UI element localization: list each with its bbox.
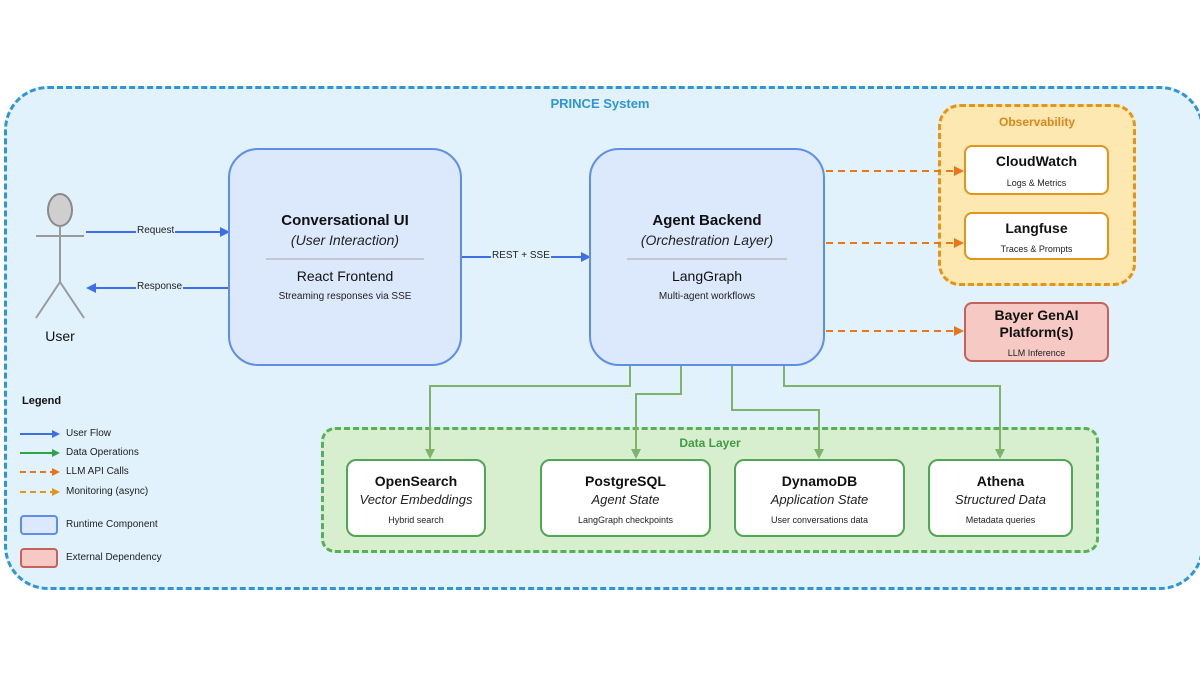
postgresql-note: LangGraph checkpoints: [577, 515, 674, 525]
agent-backend-tech: LangGraph: [671, 268, 743, 284]
bayer-genai-title-line1: Bayer GenAI: [994, 307, 1079, 323]
legend-user-flow: User Flow: [66, 428, 112, 439]
legend-monitoring: Monitoring (async): [66, 486, 149, 497]
agent-backend-box: Agent Backend (Orchestration Layer) Lang…: [589, 148, 825, 366]
athena-note: Metadata queries: [965, 515, 1036, 525]
bayer-genai-box: Bayer GenAI Platform(s) LLM Inference: [964, 302, 1109, 362]
legend-external-dependency: External Dependency: [66, 552, 162, 563]
conversational-ui-tech: React Frontend: [296, 268, 394, 284]
legend-external-swatch: [20, 548, 58, 568]
user-stick-figure: [35, 193, 85, 319]
athena-edge: [783, 366, 1005, 459]
athena-box: Athena Structured Data Metadata queries: [928, 459, 1073, 537]
agent-backend-divider: [627, 258, 787, 260]
langfuse-box: Langfuse Traces & Prompts: [964, 212, 1109, 260]
postgresql-title: PostgreSQL: [585, 473, 666, 489]
cloudwatch-title: CloudWatch: [995, 153, 1078, 169]
conversational-ui-box: Conversational UI (User Interaction) Rea…: [228, 148, 462, 366]
dynamodb-title: DynamoDB: [781, 473, 858, 489]
legend-title: Legend: [22, 395, 62, 407]
rest-sse-label: REST + SSE: [491, 250, 551, 261]
request-label: Request: [136, 225, 176, 236]
response-label: Response: [136, 281, 184, 292]
athena-title: Athena: [976, 473, 1025, 489]
opensearch-subtitle: Vector Embeddings: [359, 492, 473, 507]
dynamodb-edge: [731, 366, 824, 459]
conversational-ui-subtitle: (User Interaction): [290, 232, 400, 248]
opensearch-note: Hybrid search: [388, 515, 444, 525]
bayer-genai-title-line2: Platform(s): [999, 324, 1074, 340]
athena-subtitle: Structured Data: [954, 492, 1047, 507]
legend-runtime-swatch: [20, 515, 58, 535]
cloudwatch-note: Logs & Metrics: [1006, 178, 1067, 188]
legend-data-operations: Data Operations: [66, 447, 139, 458]
conversational-ui-divider: [266, 258, 424, 260]
cloudwatch-box: CloudWatch Logs & Metrics: [964, 145, 1109, 195]
agent-backend-subtitle: (Orchestration Layer): [640, 232, 774, 248]
agent-backend-title: Agent Backend: [652, 212, 762, 229]
opensearch-edge: [425, 366, 631, 459]
langfuse-note: Traces & Prompts: [1000, 244, 1073, 254]
opensearch-box: OpenSearch Vector Embeddings Hybrid sear…: [346, 459, 486, 537]
observability-title: Observability: [998, 115, 1076, 129]
langfuse-title: Langfuse: [1005, 220, 1068, 236]
dynamodb-note: User conversations data: [770, 515, 869, 525]
postgresql-subtitle: Agent State: [591, 492, 660, 507]
conversational-ui-title: Conversational UI: [281, 212, 409, 229]
data-layer-title: Data Layer: [679, 436, 741, 450]
conversational-ui-note: Streaming responses via SSE: [278, 291, 412, 302]
opensearch-title: OpenSearch: [374, 473, 458, 489]
bayer-genai-note: LLM Inference: [1007, 348, 1066, 358]
dynamodb-subtitle: Application State: [770, 492, 869, 507]
legend-runtime-component: Runtime Component: [66, 519, 158, 530]
legend-llm-api-calls: LLM API Calls: [66, 466, 129, 477]
postgresql-box: PostgreSQL Agent State LangGraph checkpo…: [540, 459, 711, 537]
agent-backend-note: Multi-agent workflows: [658, 291, 756, 302]
user-label: User: [45, 328, 75, 344]
dynamodb-box: DynamoDB Application State User conversa…: [734, 459, 905, 537]
postgresql-edge: [631, 366, 682, 459]
system-title: PRINCE System: [550, 96, 650, 111]
